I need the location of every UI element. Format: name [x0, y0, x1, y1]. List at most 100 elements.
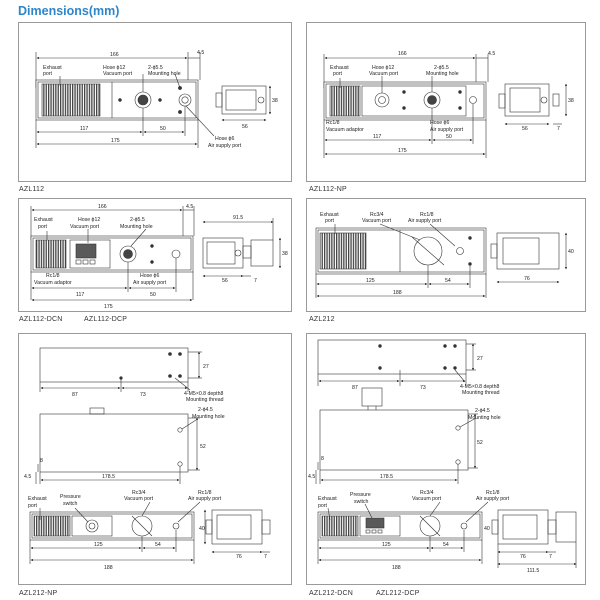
drawing-azl212 [315, 223, 568, 298]
dim-8: 8 [321, 456, 324, 462]
dim-38: 38 [282, 251, 288, 257]
dim-56: 56 [222, 278, 228, 284]
dim-7: 7 [549, 554, 552, 560]
label-air-supply-port: Air supply port [208, 143, 242, 149]
dim-56: 56 [522, 126, 528, 132]
dim-175: 175 [104, 304, 113, 310]
label-exhaust-port: port [38, 224, 47, 230]
label-phi55: 2-ϕ5.5 [130, 217, 145, 223]
labels-azl212-dc: 87 73 27 4-M5×0.8 depth8 Mounting thread… [308, 356, 552, 574]
label-mounting-thread: Mounting thread [462, 390, 500, 396]
dim-76: 76 [236, 554, 242, 560]
label-exhaust-port: port [333, 71, 342, 77]
caption-azl212-dcn: AZL212-DCN [309, 590, 354, 597]
dim-4-5: 4.5 [308, 474, 315, 480]
dim-7: 7 [254, 278, 257, 284]
dim-40: 40 [199, 526, 205, 532]
drawing-azl212-dc [315, 339, 577, 568]
dim-40: 40 [568, 249, 574, 255]
label-hose12: Hose ϕ12 [78, 217, 100, 223]
caption-azl212: AZL212 [309, 316, 335, 323]
label-switch: switch [354, 499, 369, 505]
dim-4-5: 4.5 [186, 204, 193, 210]
label-rc18: Rc1/8 [46, 273, 60, 279]
dim-117: 117 [373, 134, 381, 140]
dim-125: 125 [94, 542, 103, 548]
dim-117: 117 [76, 292, 84, 298]
label-exhaust-port: port [318, 503, 327, 509]
dim-125: 125 [382, 542, 391, 548]
label-mounting-thread: Mounting thread [186, 397, 224, 403]
dim-56: 56 [242, 124, 248, 130]
dim-38: 38 [272, 98, 278, 104]
dim-175: 175 [398, 148, 407, 154]
label-rc34: Rc3/4 [132, 490, 146, 496]
label-vacuum-adaptor: Vacuum adaptor [326, 127, 364, 133]
dim-54: 54 [443, 542, 449, 548]
label-mounting-hole: Mounting hole [192, 414, 225, 420]
label-air-supply-port: Air supply port [430, 127, 464, 133]
dim-111-5: 111.5 [527, 568, 539, 574]
dim-73: 73 [420, 385, 426, 391]
drawing-azl112-np [323, 54, 568, 158]
label-air-supply-port: Air supply port [133, 280, 167, 286]
caption-azl112-dcn: AZL112-DCN [19, 316, 63, 323]
label-m5: 4-M5×0.8 depth8 [460, 384, 499, 390]
page-title: Dimensions(mm) [18, 4, 120, 18]
dim-7: 7 [264, 554, 267, 560]
caption-azl112-dcp: AZL112-DCP [84, 316, 128, 323]
label-rc18: Rc1/8 [326, 120, 340, 126]
dim-8: 8 [40, 458, 43, 464]
dim-50: 50 [446, 134, 452, 140]
drawing-azl112-dc [30, 206, 282, 302]
panel-azl212-np [18, 333, 292, 585]
label-exhaust: Exhaust [28, 496, 47, 502]
drawing-azl212-np [29, 347, 271, 564]
dim-117: 117 [80, 126, 88, 132]
labels-azl112: 166 4.5 Exhaust port Hose ϕ12 Vacuum por… [43, 50, 278, 149]
label-phi55: 2-ϕ5.5 [434, 65, 449, 71]
label-vacuum-port: Vacuum port [103, 71, 133, 77]
dim-166: 166 [110, 52, 119, 58]
label-exhaust: Exhaust [330, 65, 349, 71]
label-mounting-hole: Mounting hole [426, 71, 459, 77]
label-phi45: 2-ϕ4.5 [198, 407, 213, 413]
label-vacuum-port: Vacuum port [124, 496, 154, 502]
label-exhaust: Exhaust [320, 212, 339, 218]
dim-178-5: 178.5 [102, 474, 115, 480]
label-vacuum-port: Vacuum port [362, 218, 392, 224]
dim-87: 87 [72, 392, 78, 398]
label-mounting-hole: Mounting hole [148, 71, 181, 77]
dim-188: 188 [392, 565, 401, 571]
labels-azl112-dc: 166 4.5 Exhaust port Hose ϕ12 Vacuum por… [34, 204, 288, 310]
label-exhaust: Exhaust [34, 217, 53, 223]
label-rc34: Rc3/4 [370, 212, 384, 218]
label-vacuum-adaptor: Vacuum adaptor [34, 280, 72, 286]
label-vacuum-port: Vacuum port [369, 71, 399, 77]
label-rc18: Rc1/8 [198, 490, 212, 496]
label-exhaust: Exhaust [43, 65, 62, 71]
label-vacuum-port: Vacuum port [70, 224, 100, 230]
dim-4-5: 4.5 [197, 50, 204, 56]
label-hose6: Hose ϕ6 [140, 273, 159, 279]
label-hose12: Hose ϕ12 [103, 65, 125, 71]
dim-52: 52 [200, 444, 206, 450]
labels-azl212-np: 87 73 27 4-M5×0.8 depth8 Mounting thread… [24, 364, 267, 571]
label-air-supply-port: Air supply port [408, 218, 442, 224]
labels-azl112-np: 166 4.5 Exhaust port Hose ϕ12 Vacuum por… [326, 51, 574, 154]
label-air-supply-port: Air supply port [476, 496, 510, 502]
label-switch: switch [63, 501, 78, 507]
label-mounting-hole: Mounting hole [468, 415, 501, 421]
dim-50: 50 [150, 292, 156, 298]
dim-52: 52 [477, 440, 483, 446]
caption-azl112-np: AZL112-NP [309, 186, 347, 193]
dim-4-5: 4.5 [488, 51, 495, 57]
label-hose12: Hose ϕ12 [372, 65, 394, 71]
labels-azl212: Exhaust port Rc3/4 Vacuum port Rc1/8 Air… [320, 212, 574, 296]
dim-27: 27 [203, 364, 209, 370]
dim-178-5: 178.5 [380, 474, 393, 480]
label-vacuum-port: Vacuum port [412, 496, 442, 502]
dim-76: 76 [520, 554, 526, 560]
dim-175: 175 [111, 138, 120, 144]
